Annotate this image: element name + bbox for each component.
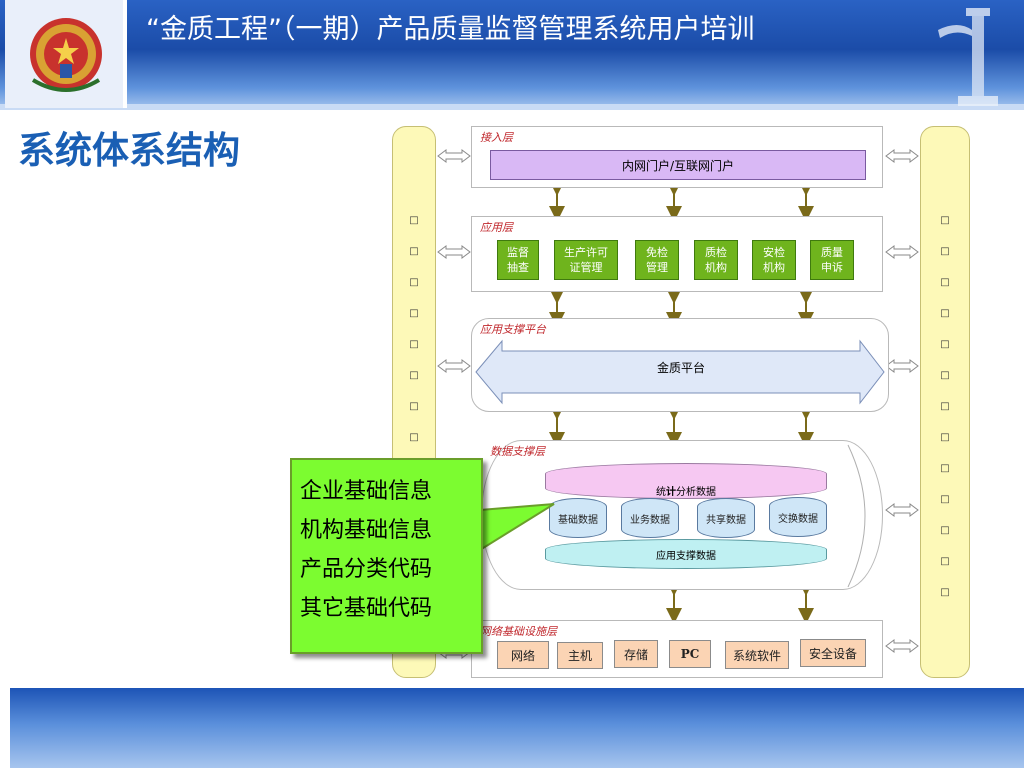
- sidebar-glyph: □: [409, 308, 419, 319]
- footer-bar: [10, 688, 1024, 768]
- sidebar-glyph: □: [940, 339, 950, 350]
- business-data-db: 业务数据: [621, 498, 679, 538]
- sidebar-glyph: □: [409, 277, 419, 288]
- data-support-layer: 数据支撑层 统计分析数据 基础数据 业务数据 共享数据 交换数据 应用支撑数据: [481, 440, 883, 590]
- header-divider: [0, 104, 1024, 110]
- sidebar-glyph: □: [940, 556, 950, 567]
- stat-analysis-db: 统计分析数据: [545, 463, 827, 499]
- infra-pc: PC: [669, 640, 711, 668]
- callout-line: 企业基础信息: [300, 479, 433, 504]
- national-emblem-icon: [30, 18, 102, 92]
- app-support-data-db: 应用支撑数据: [545, 539, 827, 569]
- header-bar: [0, 0, 1024, 110]
- module-quality-appeal: 质量申诉: [810, 240, 854, 280]
- module-inspection-agency: 质检机构: [694, 240, 738, 280]
- stat-analysis-label: 统计分析数据: [656, 487, 716, 498]
- access-layer-label: 接入层: [480, 131, 513, 144]
- sidebar-glyph: □: [940, 494, 950, 505]
- platform-double-arrow: [475, 339, 885, 405]
- right-sidebar-column: □ □ □ □ □ □ □ □ □ □ □ □ □: [920, 126, 970, 678]
- module-safety-agency: 安检机构: [752, 240, 796, 280]
- sidebar-glyph: □: [409, 339, 419, 350]
- shared-data-db: 共享数据: [697, 498, 755, 538]
- sidebar-glyph: □: [940, 432, 950, 443]
- support-platform-layer: 应用支撑平台 金质平台: [471, 318, 889, 412]
- sidebar-glyph: □: [940, 463, 950, 474]
- sidebar-glyph: □: [940, 401, 950, 412]
- portal-box: 内网门户/互联网门户: [490, 150, 866, 180]
- sidebar-glyph: □: [409, 401, 419, 412]
- network-infrastructure-layer: 网络基础设施层 网络 主机 存储 PC 系统软件 安全设备: [471, 620, 883, 678]
- sidebar-glyph: □: [940, 277, 950, 288]
- data-layer-label: 数据支撑层: [490, 445, 545, 458]
- section-title: 系统体系结构: [18, 129, 240, 172]
- data-layer-side-curve: [847, 444, 866, 588]
- module-supervision-spotcheck: 监督抽查: [497, 240, 539, 280]
- monument-pillar-icon: [928, 0, 1024, 106]
- module-exemption-management: 免检管理: [635, 240, 679, 280]
- infra-system-software: 系统软件: [725, 641, 789, 669]
- callout-line: 其它基础代码: [300, 596, 433, 621]
- application-layer: 应用层 监督抽查 生产许可证管理 免检管理 质检机构 安检机构 质量申诉: [471, 216, 883, 292]
- sidebar-glyph: □: [940, 246, 950, 257]
- infra-storage: 存储: [614, 640, 658, 668]
- sidebar-glyph: □: [940, 525, 950, 536]
- page-header-title: “金质工程”（一期）产品质量监督管理系统用户培训: [146, 14, 755, 45]
- sidebar-glyph: □: [409, 370, 419, 381]
- platform-label: 金质平台: [656, 361, 705, 375]
- sidebar-glyph: □: [940, 215, 950, 226]
- infra-host: 主机: [557, 642, 603, 669]
- sidebar-glyph: □: [940, 370, 950, 381]
- sidebar-glyph: □: [940, 587, 950, 598]
- support-platform-label: 应用支撑平台: [480, 323, 546, 336]
- callout-line: 机构基础信息: [300, 518, 433, 543]
- infra-network: 网络: [497, 641, 549, 669]
- sidebar-glyph: □: [409, 246, 419, 257]
- callout-pointer: [479, 503, 555, 552]
- exchange-data-db: 交换数据: [769, 497, 827, 537]
- access-layer: 接入层 内网门户/互联网门户: [471, 126, 883, 188]
- infra-layer-label: 网络基础设施层: [480, 625, 557, 638]
- infra-security-device: 安全设备: [800, 639, 866, 667]
- sidebar-glyph: □: [409, 432, 419, 443]
- data-callout-box: 企业基础信息 机构基础信息 产品分类代码 其它基础代码: [290, 458, 483, 654]
- emblem-logo-panel: [5, 0, 127, 108]
- module-production-license: 生产许可证管理: [554, 240, 618, 280]
- callout-line: 产品分类代码: [300, 557, 433, 582]
- application-layer-label: 应用层: [480, 221, 513, 234]
- basic-data-db: 基础数据: [549, 498, 607, 538]
- sidebar-glyph: □: [940, 308, 950, 319]
- sidebar-glyph: □: [409, 215, 419, 226]
